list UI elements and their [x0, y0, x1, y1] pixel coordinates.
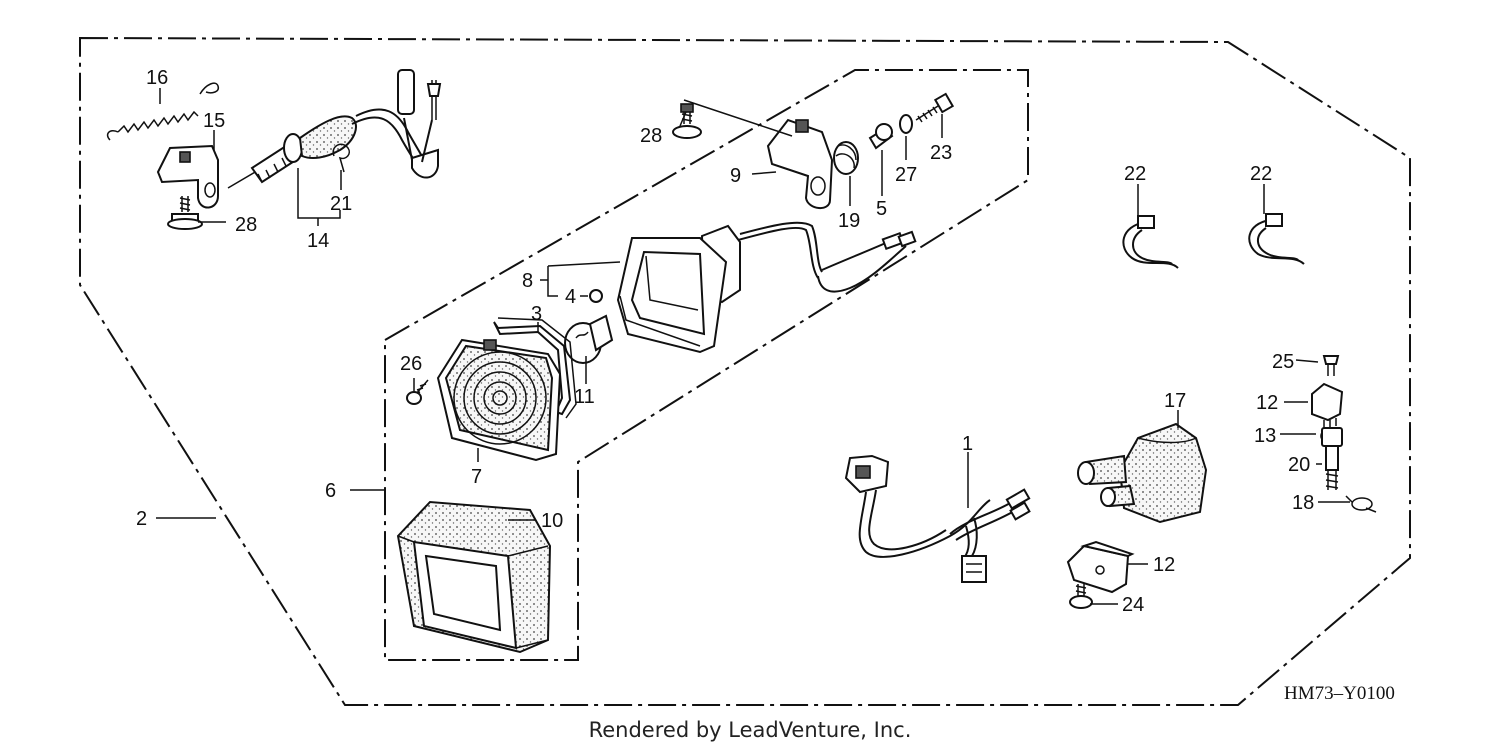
- callout-7: 7: [471, 466, 482, 488]
- clip-small-part: [1345, 495, 1377, 513]
- nut-part: [589, 289, 603, 303]
- callout-2: 2: [136, 508, 147, 530]
- relay-part: [1311, 382, 1344, 428]
- callout-12-lower: 12: [1153, 554, 1175, 576]
- washer-part: [899, 114, 913, 134]
- drawing-code: HM73–Y0100: [1284, 683, 1395, 704]
- callout-28-left: 28: [235, 214, 257, 236]
- mount-bracket-part: [766, 118, 834, 209]
- headlight-assembly-outline: [384, 69, 1029, 661]
- bulb-part: [564, 314, 614, 364]
- callout-13: 13: [1254, 425, 1276, 447]
- callout-16: 16: [146, 67, 168, 89]
- callout-20: 20: [1288, 454, 1310, 476]
- callout-11: 11: [574, 386, 595, 408]
- callout-9: 9: [730, 165, 741, 187]
- callout-24: 24: [1122, 594, 1144, 616]
- callout-6: 6: [325, 480, 336, 502]
- callout-26: 26: [400, 353, 422, 375]
- footer-credit: Rendered by LeadVenture, Inc.: [589, 718, 912, 742]
- headlight-cover-part: [396, 500, 552, 654]
- clip-part: [332, 143, 351, 173]
- callout-17: 17: [1164, 390, 1186, 412]
- flange-bolt-left: [167, 196, 203, 230]
- relay-bracket-part: [1066, 540, 1135, 594]
- callout-3: 3: [531, 303, 542, 325]
- callout-22-left: 22: [1124, 163, 1146, 185]
- flange-bolt-lower: [1069, 584, 1093, 609]
- assembly-boundary-outline: [79, 36, 1411, 706]
- spring-part: [106, 82, 220, 141]
- lens-unit-part: [436, 338, 562, 462]
- band-clip-left: [1122, 215, 1179, 269]
- callout-27: 27: [895, 164, 917, 186]
- grommet-part: [833, 141, 859, 175]
- pin-part: [1321, 427, 1343, 490]
- callout-14: 14: [307, 230, 329, 252]
- bolt-part: [915, 92, 955, 123]
- boot-cover-part: [1077, 422, 1208, 524]
- callout-18: 18: [1292, 492, 1314, 514]
- bolt-small-part: [1322, 355, 1340, 376]
- screw-part: [406, 379, 429, 405]
- collar-part: [868, 123, 894, 150]
- leader-lines: [156, 88, 1350, 605]
- switch-cable-part: [227, 69, 442, 189]
- callout-5: 5: [876, 198, 887, 220]
- callout-25: 25: [1272, 351, 1294, 373]
- callout-10: 10: [541, 510, 563, 532]
- callout-19: 19: [838, 210, 860, 232]
- callout-8: 8: [522, 270, 533, 292]
- callout-15: 15: [203, 110, 225, 132]
- callout-22-right: 22: [1250, 163, 1272, 185]
- gasket-inner-edge: [497, 317, 577, 419]
- flange-bolt-upper: [672, 103, 702, 139]
- headlight-housing-part: [616, 221, 917, 354]
- callout-4: 4: [565, 286, 576, 308]
- callout-21: 21: [330, 193, 352, 215]
- callout-23: 23: [930, 142, 952, 164]
- band-clip-right: [1248, 213, 1305, 265]
- callout-1: 1: [962, 433, 973, 455]
- callout-28-upper: 28: [640, 125, 662, 147]
- bracket-part: [156, 144, 219, 209]
- wire-harness-part: [844, 454, 1031, 583]
- callout-12-upper: 12: [1256, 392, 1278, 414]
